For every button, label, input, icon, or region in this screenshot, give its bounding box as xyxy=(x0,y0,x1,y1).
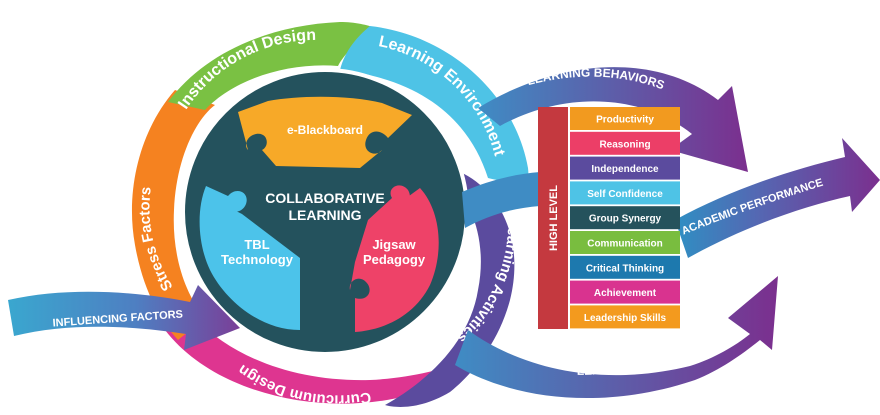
ring-segment-curriculum-design xyxy=(165,318,470,404)
high-level-item-label: Productivity xyxy=(596,115,654,126)
high-level-item-box xyxy=(570,206,680,230)
high-level-item-label: Achievement xyxy=(594,288,657,299)
learning-behaviors-top-arrow xyxy=(478,67,748,172)
high-level-item-box xyxy=(570,107,680,130)
influencing-factors-arrow xyxy=(8,285,240,350)
high-level-item-box xyxy=(570,280,680,304)
learning-behaviors-bottom-arrow xyxy=(455,276,778,399)
high-level-item-label: Leadership Skills xyxy=(584,313,667,324)
high-level-item-box xyxy=(570,156,680,180)
puzzle-top-label: e-Blackboard xyxy=(287,123,363,137)
puzzle-left-label-line1: TBL xyxy=(244,237,269,252)
high-level-item-box xyxy=(570,131,680,155)
center-title-line1: COLLABORATIVE xyxy=(265,190,385,206)
ring-segment-learning-environment xyxy=(340,26,529,186)
puzzle-piece-e-blackboard xyxy=(238,96,412,168)
puzzle-right-label-line2: Pedagogy xyxy=(363,252,426,267)
academic-performance-arrow xyxy=(675,138,880,258)
high-level-panel: HIGH LEVEL ProductivityReasoningIndepend… xyxy=(538,107,680,329)
puzzle-right-label-line1: Jigsaw xyxy=(372,237,416,252)
connector-band xyxy=(462,172,540,228)
high-level-item-label: Self Confidence xyxy=(587,189,663,200)
high-level-item-box xyxy=(570,181,680,205)
puzzle-left-label-line2: Technology xyxy=(221,252,294,267)
high-level-item-box xyxy=(570,255,680,279)
high-level-item-label: Independence xyxy=(591,164,659,175)
center-title-line2: LEARNING xyxy=(288,207,361,223)
high-level-item-label: Group Synergy xyxy=(589,214,662,225)
high-level-label: HIGH LEVEL xyxy=(548,185,560,251)
puzzle-piece-jigsaw-pedagogy xyxy=(349,185,439,332)
high-level-item-box xyxy=(570,305,680,329)
puzzle-piece-tbl-technology xyxy=(199,186,300,330)
high-level-item-box xyxy=(570,231,680,254)
high-level-item-label: Critical Thinking xyxy=(586,263,664,274)
high-level-item-label: Communication xyxy=(587,239,663,250)
ring-segment-instructional-design xyxy=(168,22,375,110)
high-level-item-label: Reasoning xyxy=(599,139,650,150)
ring-segment-stress-factors xyxy=(131,90,215,340)
high-level-bar xyxy=(538,107,568,329)
